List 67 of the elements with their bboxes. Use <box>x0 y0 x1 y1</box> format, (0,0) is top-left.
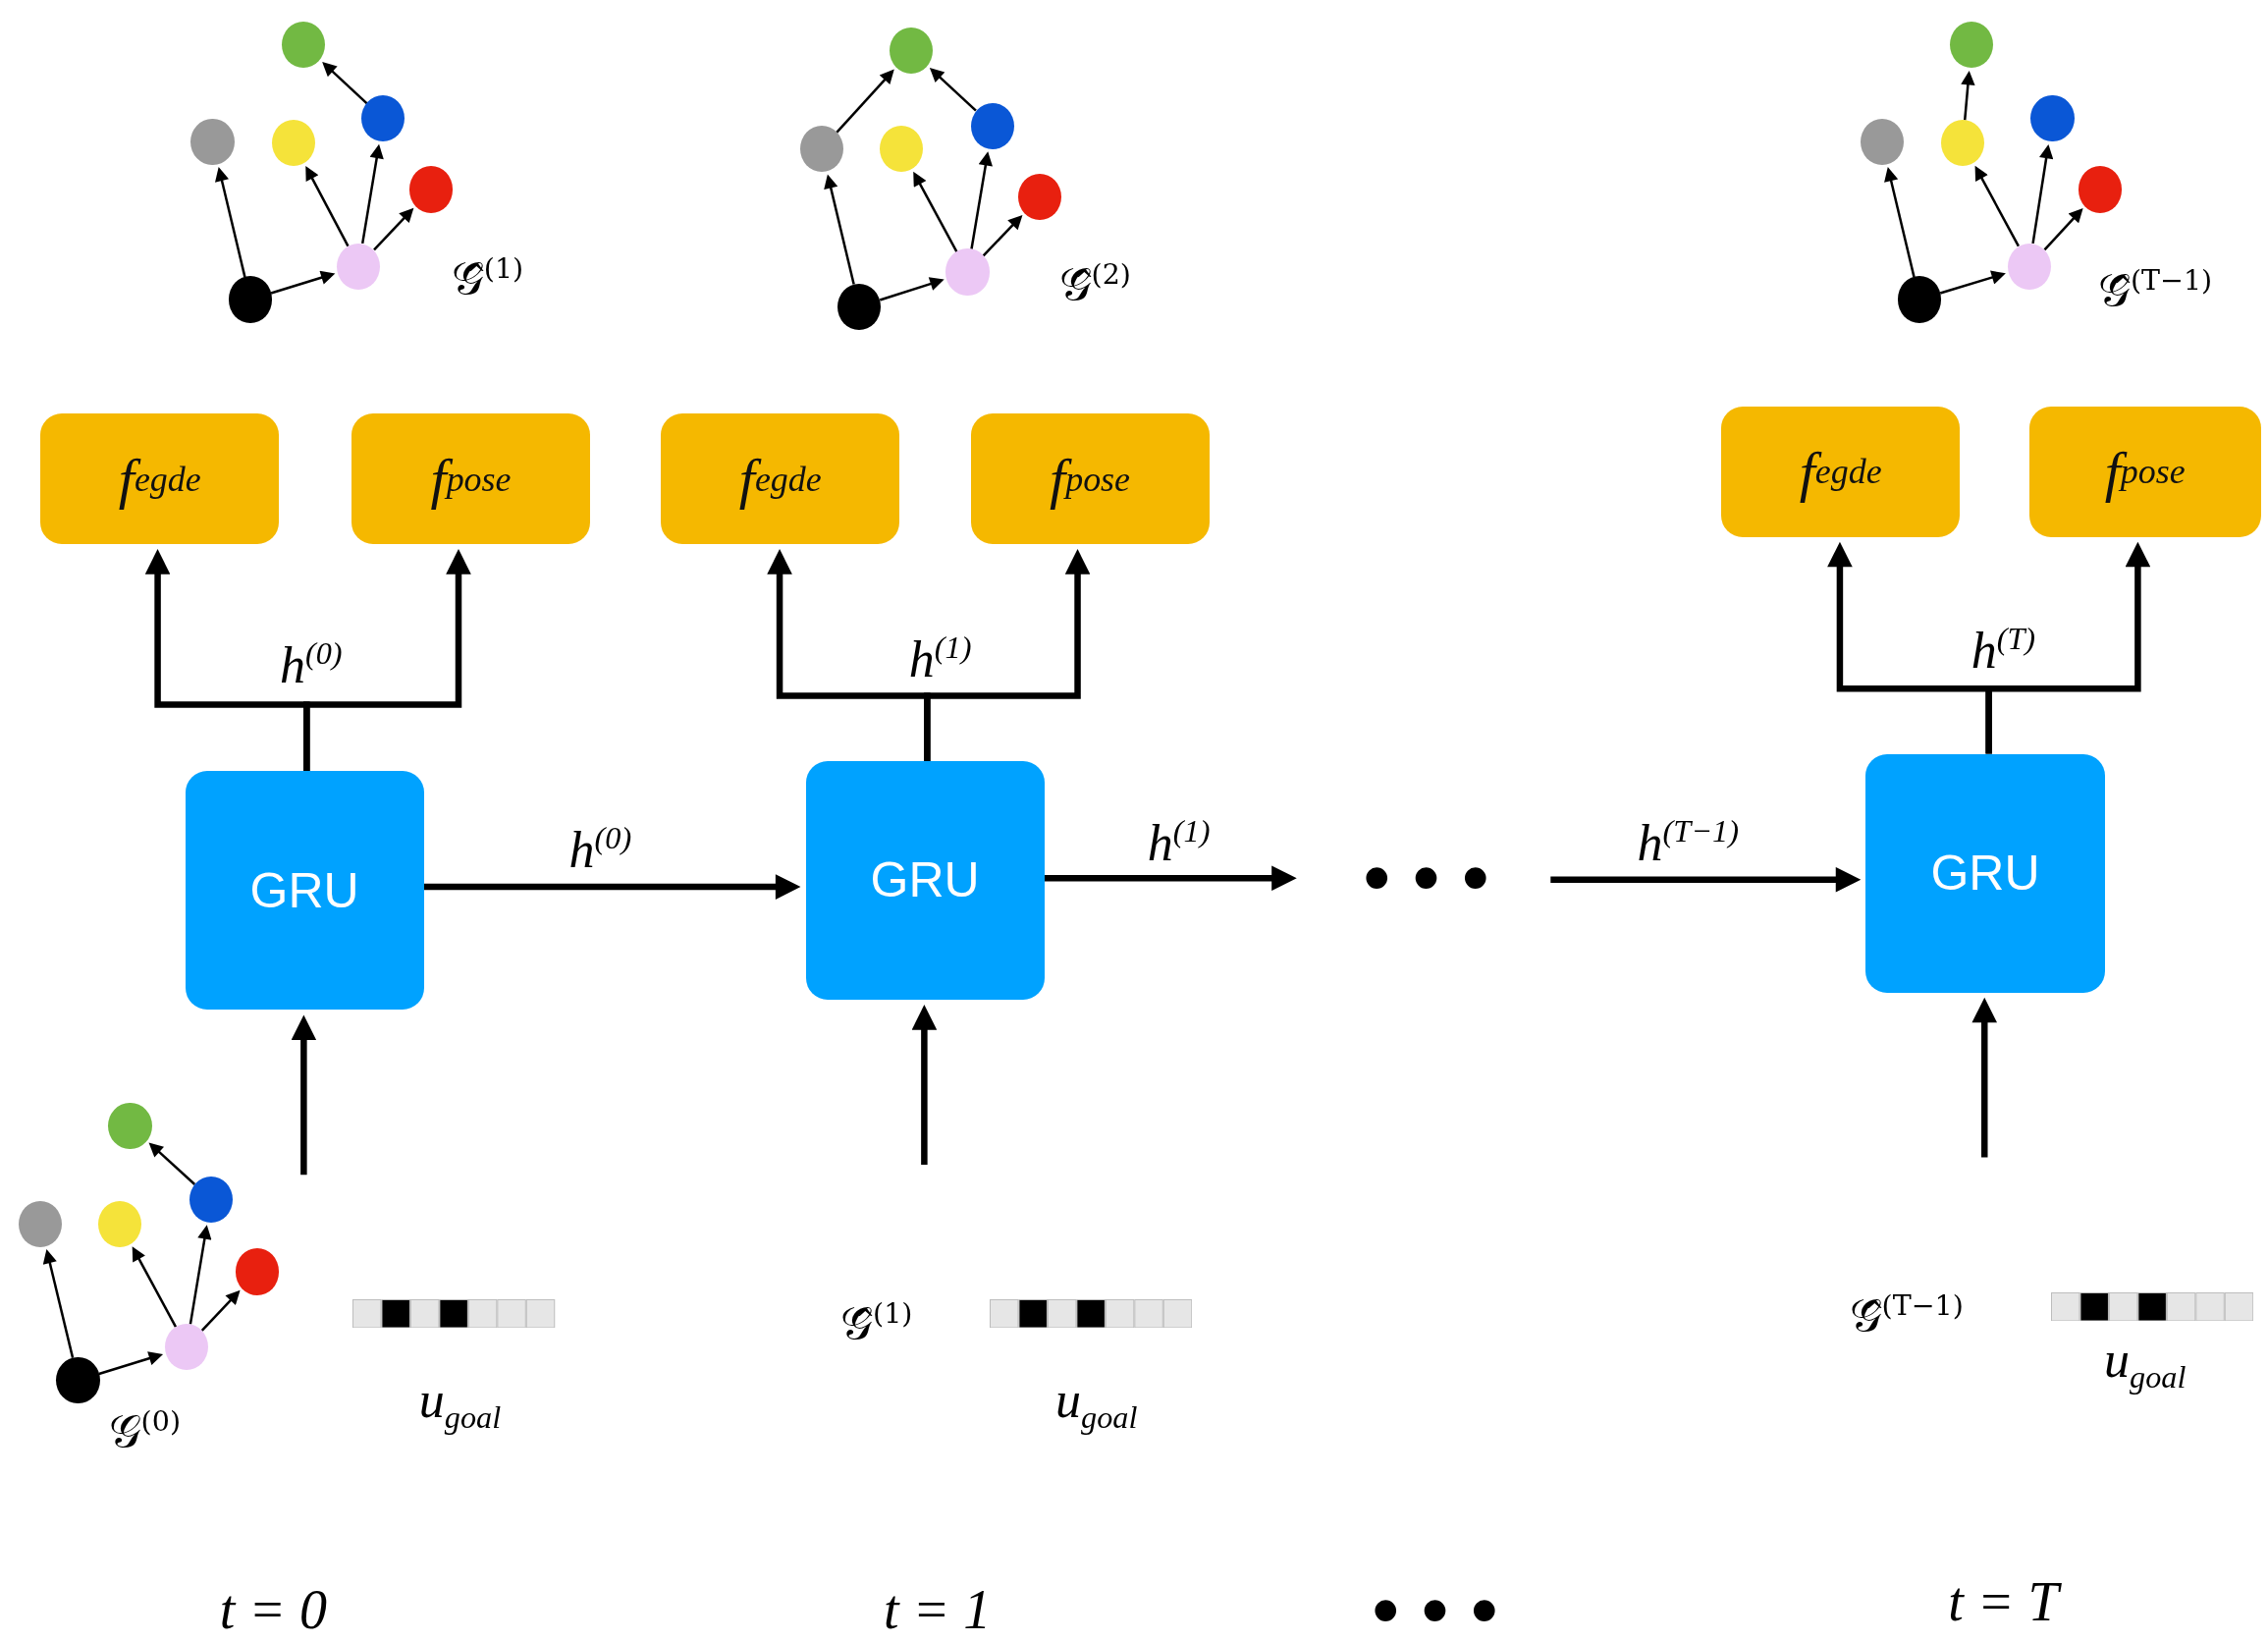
graph-vertex <box>337 243 381 290</box>
arrow <box>423 874 801 900</box>
arrow <box>924 549 1091 761</box>
arrow <box>303 549 471 772</box>
graph-edge-arrow <box>270 270 336 295</box>
graph-edge-arrow <box>879 277 945 301</box>
graph-edge-arrow <box>200 1289 241 1332</box>
graph-edge-arrow <box>1884 167 1916 278</box>
graph-edge-arrow <box>982 214 1023 257</box>
graph-vertex <box>879 126 923 173</box>
graph-edge-arrow <box>970 151 993 249</box>
ellipsis: • • • <box>1372 1564 1498 1642</box>
graph-edge-arrow <box>1974 165 2020 247</box>
graph-edge-arrow <box>1939 270 2006 295</box>
graph-edge-arrow <box>373 207 414 251</box>
graph-vertex <box>2007 243 2051 290</box>
one-hot-vector <box>352 1298 556 1329</box>
graph-vertex <box>190 118 235 165</box>
graph-edge-arrow <box>913 171 958 253</box>
graph-vertex <box>408 166 454 213</box>
arrow <box>1044 865 1297 892</box>
graph-label: 𝒢̂$^{(1)}$ <box>839 1295 914 1351</box>
graph-edge-arrow <box>132 1246 178 1328</box>
graph-label: 𝒢̂$^{(1)}$ <box>450 250 525 306</box>
graph-edge-arrow <box>929 68 977 112</box>
graph-edge-arrow <box>2031 143 2054 244</box>
graph-edge-arrow <box>98 1351 164 1376</box>
graph-label: 𝒢̂$^{(T−1)}$ <box>1848 1287 1965 1343</box>
ellipsis: • • • <box>1301 842 1551 915</box>
graph-vertex <box>236 1248 280 1295</box>
gru-block: GRU <box>805 760 1045 1000</box>
one-hot-vector <box>989 1298 1192 1329</box>
graph-label: 𝒢̂$^{(T−1)}$ <box>2096 262 2214 318</box>
graph-vertex <box>108 1102 152 1149</box>
graph-edge-arrow <box>42 1248 75 1358</box>
one-hot-vector <box>2051 1291 2254 1322</box>
graph-vertex <box>945 248 990 296</box>
time-step-label: t = 0 <box>219 1578 328 1642</box>
graph-edge-arrow <box>215 167 246 278</box>
graph-edge-arrow <box>148 1142 196 1185</box>
graph-edge-arrow <box>361 143 384 245</box>
graph-label: 𝒢̂$^{(2)}$ <box>1057 256 1132 312</box>
graph-edge-arrow <box>322 62 368 105</box>
arrow <box>1985 541 2151 754</box>
graph-vertex <box>228 276 272 323</box>
gru-block: GRU <box>185 771 424 1011</box>
time-step-label: t = 1 <box>883 1578 992 1642</box>
graph-edge-arrow <box>189 1225 212 1325</box>
graph-vertex <box>970 102 1014 149</box>
graph-vertex <box>890 27 934 75</box>
graph-vertex <box>1897 276 1942 323</box>
graph-vertex <box>56 1356 100 1403</box>
graph-vertex <box>2030 95 2075 142</box>
graph-label: 𝒢$^{(0)}$ <box>107 1403 182 1459</box>
graph-edge-arrow <box>1961 71 1975 121</box>
arrow <box>291 1014 317 1176</box>
graph-vertex <box>282 22 326 69</box>
graph-edge-arrow <box>2043 207 2083 251</box>
arrow <box>1971 997 1998 1158</box>
graph-vertex <box>1941 120 1985 167</box>
graph-edge-arrow <box>305 165 350 247</box>
graph-edge-arrow <box>824 174 855 285</box>
arrow <box>1550 866 1862 893</box>
graph-vertex <box>189 1176 234 1223</box>
graph-edge-arrow <box>836 69 894 134</box>
graph-vertex <box>2079 166 2123 213</box>
gru-block: GRU <box>1865 753 2105 993</box>
